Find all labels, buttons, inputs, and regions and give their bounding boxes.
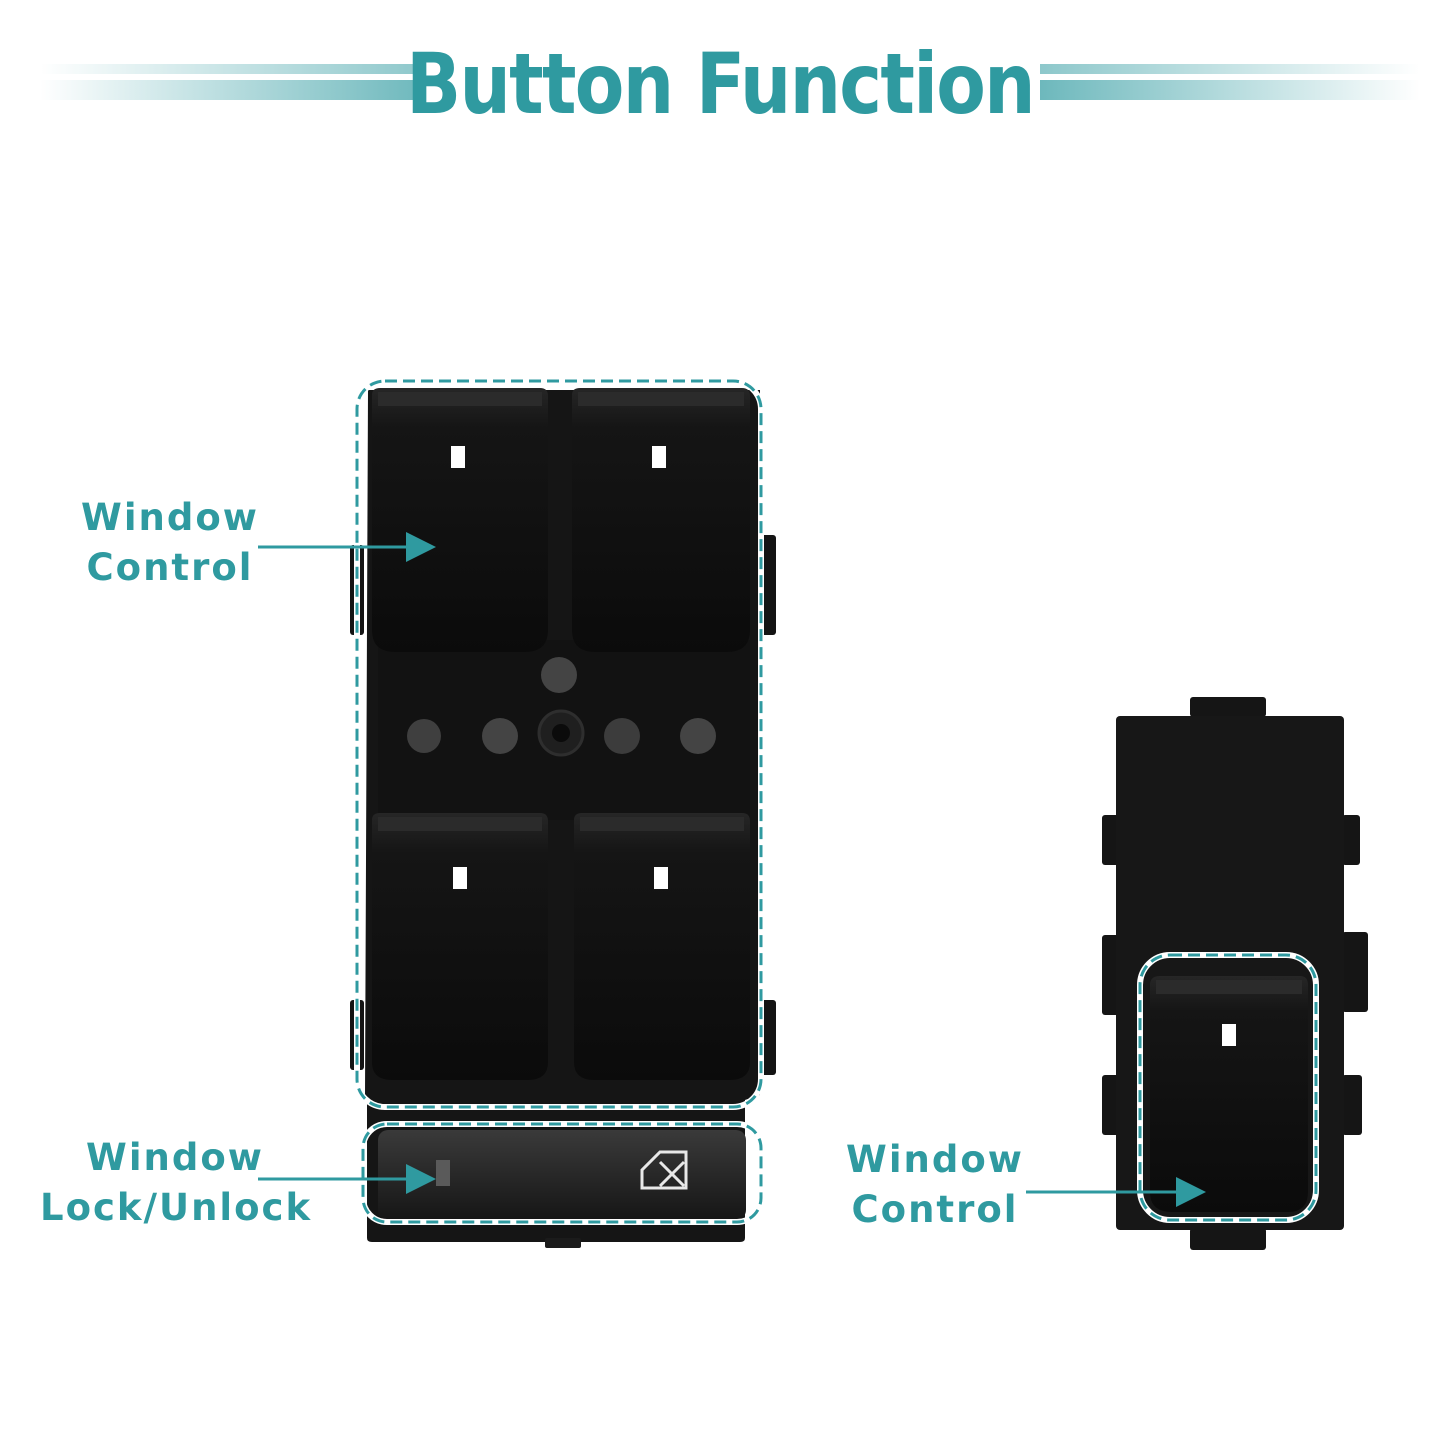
callout-window-lock: Window Lock/Unlock xyxy=(40,1133,310,1233)
indicator-mark xyxy=(453,867,467,889)
callout-window-control-right: Window Control xyxy=(835,1135,1035,1235)
indicator-mark xyxy=(451,446,465,468)
callout-line: Lock/Unlock xyxy=(40,1186,313,1229)
indicator-mark xyxy=(654,867,668,889)
window-button-rear-left[interactable] xyxy=(372,813,548,1080)
title-decoration-right xyxy=(1040,64,1420,104)
callout-line: Control xyxy=(851,1188,1019,1231)
callout-window-control-left: Window Control xyxy=(70,493,270,593)
highlight-window-controls xyxy=(355,379,763,1109)
page-title: Button Function xyxy=(406,35,1035,133)
highlight-passenger-window-control xyxy=(1138,953,1318,1222)
callout-line: Control xyxy=(86,546,254,589)
callout-line: Window xyxy=(81,496,259,539)
lock-indicator-light xyxy=(436,1160,450,1186)
window-lock-icon xyxy=(640,1150,688,1190)
title-decoration-left xyxy=(40,64,425,104)
callout-line: Window xyxy=(86,1136,264,1179)
indicator-mark xyxy=(1222,1024,1236,1046)
passenger-window-button[interactable] xyxy=(1150,976,1308,1212)
window-button-front-right[interactable] xyxy=(572,388,750,652)
mounting-posts xyxy=(407,657,716,757)
callout-line: Window xyxy=(846,1138,1024,1181)
indicator-mark xyxy=(652,446,666,468)
highlight-window-lock xyxy=(361,1122,763,1224)
window-lock-button[interactable] xyxy=(378,1130,746,1220)
window-button-front-left[interactable] xyxy=(372,388,548,652)
window-button-rear-right[interactable] xyxy=(574,813,750,1080)
